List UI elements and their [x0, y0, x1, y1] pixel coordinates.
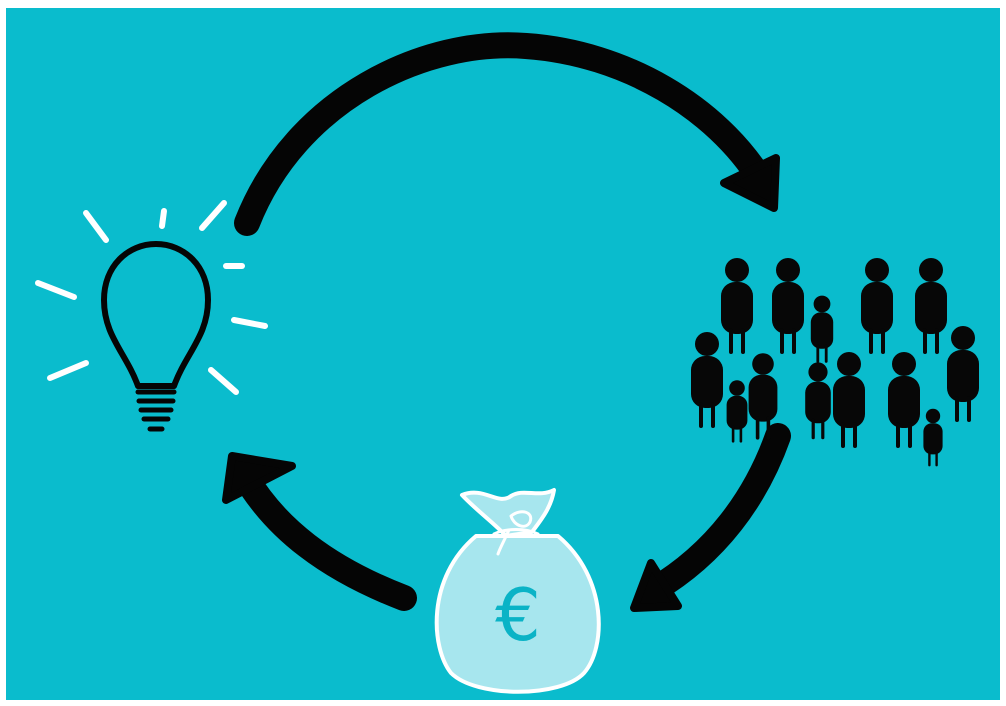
bulb-glass: [101, 241, 211, 389]
person-body: [923, 423, 943, 455]
lightbulb-icon: [35, 200, 268, 432]
arrow-crowd-to-money: [630, 423, 791, 612]
person-legs: [755, 416, 771, 440]
light-ray: [35, 280, 77, 300]
person-legs: [923, 328, 939, 354]
person-body: [861, 282, 893, 334]
person-head: [729, 380, 745, 396]
person-legs: [955, 396, 971, 422]
cycle-arrows: [222, 32, 791, 612]
person-body: [726, 395, 748, 430]
person-body: [721, 282, 753, 334]
person-head: [925, 408, 941, 424]
person-head: [951, 326, 975, 350]
light-ray: [159, 208, 167, 229]
person-icon: [810, 295, 834, 363]
person-icon: [888, 352, 920, 448]
person-body: [915, 282, 947, 334]
person-head: [752, 353, 774, 375]
person-head: [695, 332, 719, 356]
person-icon: [805, 362, 831, 440]
person-icon: [691, 332, 723, 428]
person-body: [888, 376, 920, 428]
person-body: [947, 350, 979, 402]
person-head: [837, 352, 861, 376]
person-head: [813, 295, 831, 313]
person-head: [776, 258, 800, 282]
money-bag-top: [460, 488, 556, 538]
person-icon: [772, 258, 804, 354]
person-legs: [928, 450, 938, 467]
light-ray: [208, 367, 239, 395]
arrow-idea-to-crowd-line: [234, 32, 774, 236]
person-body: [691, 356, 723, 408]
diagram-scene: €: [6, 8, 1000, 700]
person-icon: [833, 352, 865, 448]
person-legs: [841, 422, 857, 448]
arrow-crowd-to-money-head: [630, 559, 682, 612]
person-body: [833, 376, 865, 428]
arrow-money-to-idea: [222, 452, 417, 611]
light-ray: [199, 200, 227, 231]
person-icon: [726, 380, 748, 443]
bulb-base: [135, 389, 177, 432]
money-bag-tie: [492, 510, 540, 556]
person-head: [919, 258, 943, 282]
person-head: [808, 362, 828, 382]
arrow-idea-to-crowd-head: [720, 154, 780, 212]
crowdfunding-cycle-diagram: €: [6, 8, 1000, 700]
person-body: [805, 381, 831, 424]
person-body: [748, 374, 778, 422]
person-legs: [816, 344, 828, 363]
person-body: [810, 312, 834, 349]
person-legs: [896, 422, 912, 448]
arrow-money-to-idea-head: [222, 452, 296, 504]
currency-symbol: €: [495, 573, 541, 657]
person-icon: [748, 353, 778, 440]
person-legs: [780, 328, 796, 354]
arrow-crowd-to-money-line: [641, 423, 791, 603]
person-icon: [861, 258, 893, 354]
money-bag-icon: €: [434, 488, 601, 694]
light-rays: [35, 200, 268, 395]
light-ray: [231, 317, 268, 329]
person-legs: [729, 328, 745, 354]
person-icon: [721, 258, 753, 354]
person-head: [725, 258, 749, 282]
person-body: [772, 282, 804, 334]
person-head: [865, 258, 889, 282]
person-icon: [923, 408, 943, 467]
money-bag-body: [434, 534, 601, 694]
person-legs: [811, 418, 825, 440]
person-legs: [869, 328, 885, 354]
person-legs: [731, 425, 743, 443]
arrow-money-to-idea-line: [233, 465, 417, 611]
person-icon: [947, 326, 979, 422]
person-head: [892, 352, 916, 376]
light-ray: [83, 210, 109, 243]
light-ray: [47, 360, 89, 381]
people-group-icon: [691, 258, 979, 467]
arrow-idea-to-crowd: [234, 32, 780, 236]
person-legs: [699, 402, 715, 428]
person-icon: [915, 258, 947, 354]
